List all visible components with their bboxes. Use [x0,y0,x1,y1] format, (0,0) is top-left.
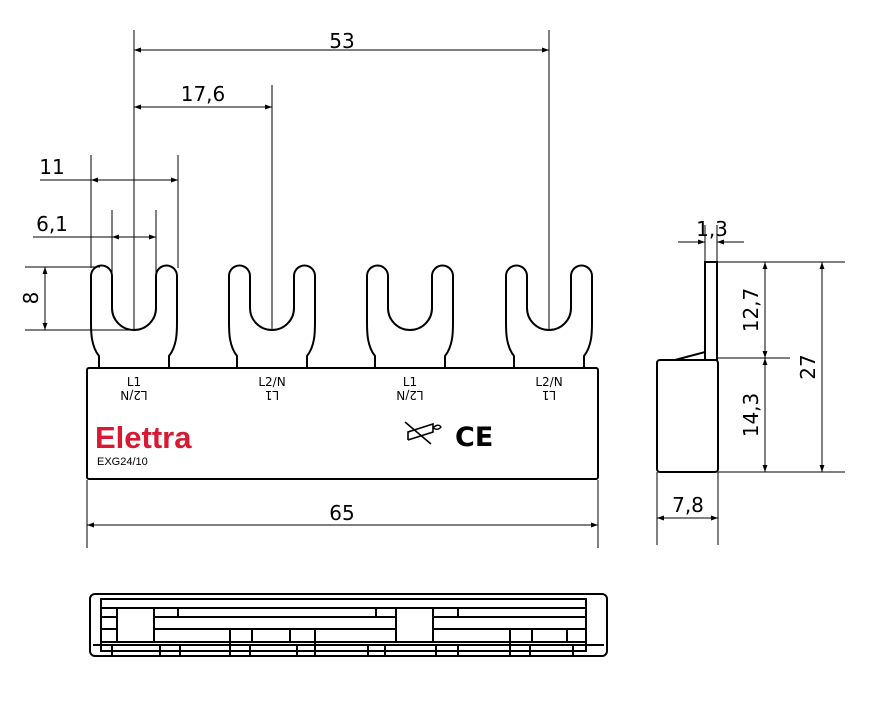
dim-14-3: 14,3 [739,393,763,438]
dim-17-6: 17,6 [181,82,226,106]
side-view: 1,3 12,7 14,3 27 7,8 [656,217,845,545]
terminal-label: L1 [127,375,141,389]
terminal-label-inverted: L2/N [120,388,147,402]
busbar-body [86,367,599,480]
terminal-label: L2/N [535,375,562,389]
dim-8: 8 [19,292,43,305]
dim-53: 53 [329,29,354,53]
ce-mark-icon: CE [455,422,493,453]
terminal-label-inverted: L1 [542,388,556,402]
dim-1-3: 1,3 [696,217,728,241]
brand-logo: Elettra [95,420,192,455]
fork-terminal [366,264,454,369]
terminal-label-inverted: L2/N [396,388,423,402]
dim-6-1: 6,1 [36,212,68,236]
terminal-label-inverted: L1 [265,388,279,402]
terminal-label: L2/N [258,375,285,389]
dim-65: 65 [329,501,354,525]
no-tool-symbol-icon [404,421,442,445]
bottom-view [89,593,608,657]
front-dimensions: 53 17,6 11 6,1 8 65 [19,29,599,548]
dim-27: 27 [796,354,820,379]
dim-12-7: 12,7 [739,288,763,333]
terminal-label: L1 [403,375,417,389]
dim-7-8: 7,8 [672,493,704,517]
dim-11: 11 [39,155,64,179]
model-number: EXG24/10 [97,456,148,468]
